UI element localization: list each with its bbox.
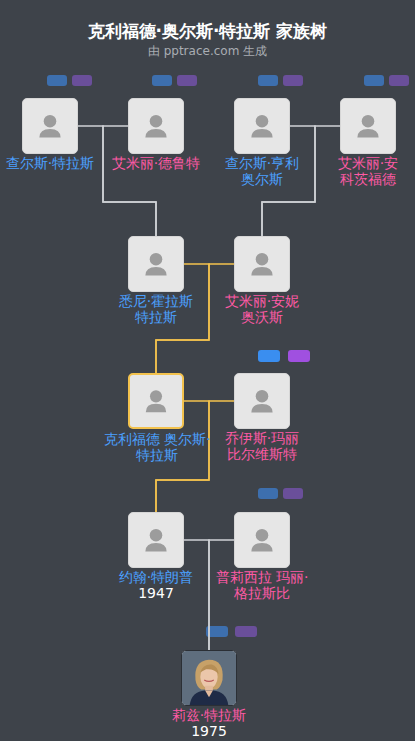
- person-name: 约翰·特朗普: [102, 569, 210, 585]
- portrait-photo: [182, 651, 236, 705]
- person-name: 艾米丽·德鲁特: [102, 155, 210, 171]
- box-face: [129, 237, 183, 291]
- person-box: 艾米丽·德鲁特: [128, 98, 184, 154]
- tag-pill: [389, 75, 409, 86]
- person-name: 乔伊斯·玛丽 比尔维斯特: [208, 430, 316, 462]
- person-placeholder: [341, 99, 395, 153]
- tag-pill: [47, 75, 67, 86]
- person-name: 艾米丽·安妮 奥沃斯: [208, 293, 316, 325]
- box-face: [129, 513, 183, 567]
- box-face: [235, 99, 289, 153]
- tag-pill: [258, 75, 278, 86]
- box-face: [129, 99, 183, 153]
- box-face: [235, 237, 289, 291]
- tag-pill: [364, 75, 384, 86]
- diagram-caption: 由 pptrace.com 生成: [0, 44, 415, 59]
- box-face: [130, 375, 182, 427]
- diagram-title: 克利福德·奥尔斯·特拉斯 家族树: [0, 20, 415, 42]
- person-box: 乔伊斯·玛丽 比尔维斯特: [234, 373, 290, 429]
- name-block: 艾米丽·安 科茨福德: [314, 155, 415, 187]
- name-block: 查尔斯·特拉斯: [0, 155, 104, 171]
- person-box: 艾米丽·安 科茨福德: [340, 98, 396, 154]
- person-placeholder: [235, 99, 289, 153]
- person-placeholder: [130, 375, 182, 427]
- person-placeholder: [129, 513, 183, 567]
- tag-pill: [288, 350, 310, 362]
- name-block: 莉兹·特拉斯1975: [155, 707, 263, 739]
- tag-pill: [152, 75, 172, 86]
- person-box: 悉尼·霍拉斯 特拉斯: [128, 236, 184, 292]
- person-placeholder: [23, 99, 77, 153]
- person-box: 克利福德 奥尔斯·特拉斯: [128, 373, 184, 429]
- name-block: 悉尼·霍拉斯 特拉斯: [102, 293, 210, 325]
- person-placeholder: [129, 99, 183, 153]
- tag-pill: [177, 75, 197, 86]
- person-name: 艾米丽·安 科茨福德: [314, 155, 415, 187]
- person-name: 悉尼·霍拉斯 特拉斯: [102, 293, 210, 325]
- tag-pill: [258, 488, 278, 499]
- name-block: 约翰·特朗普1947: [102, 569, 210, 601]
- person-box: 约翰·特朗普1947: [128, 512, 184, 568]
- person-placeholder: [129, 237, 183, 291]
- birth-year: 1975: [155, 723, 263, 739]
- person-box: 查尔斯·特拉斯: [22, 98, 78, 154]
- person-name: 克利福德 奥尔斯·特拉斯: [103, 431, 211, 463]
- person-box: 查尔斯·亨利 奥尔斯: [234, 98, 290, 154]
- person-box: 普莉西拉 玛丽·格拉斯比: [234, 512, 290, 568]
- tag-pill: [283, 488, 303, 499]
- name-block: 乔伊斯·玛丽 比尔维斯特: [208, 430, 316, 462]
- birth-year: 1947: [102, 585, 210, 601]
- person-name: 查尔斯·亨利 奥尔斯: [208, 155, 316, 187]
- family-line: [209, 540, 234, 650]
- box-face: [23, 99, 77, 153]
- name-block: 艾米丽·安妮 奥沃斯: [208, 293, 316, 325]
- person-placeholder: [235, 374, 289, 428]
- box-face: [235, 374, 289, 428]
- person-name: 普莉西拉 玛丽·格拉斯比: [208, 569, 316, 601]
- person-placeholder: [235, 237, 289, 291]
- tag-pill: [72, 75, 92, 86]
- box-face: [182, 651, 236, 705]
- photo-box: 莉兹·特拉斯1975: [181, 650, 237, 706]
- box-face: [341, 99, 395, 153]
- person-placeholder: [235, 513, 289, 567]
- tag-pill: [235, 626, 257, 637]
- name-block: 查尔斯·亨利 奥尔斯: [208, 155, 316, 187]
- tag-pill: [258, 350, 280, 362]
- person-name: 莉兹·特拉斯: [155, 707, 263, 723]
- box-face: [235, 513, 289, 567]
- person-box: 艾米丽·安妮 奥沃斯: [234, 236, 290, 292]
- name-block: 艾米丽·德鲁特: [102, 155, 210, 171]
- person-name: 查尔斯·特拉斯: [0, 155, 104, 171]
- name-block: 普莉西拉 玛丽·格拉斯比: [208, 569, 316, 601]
- name-block: 克利福德 奥尔斯·特拉斯: [103, 431, 211, 463]
- family-line: [184, 540, 209, 650]
- tag-pill: [283, 75, 303, 86]
